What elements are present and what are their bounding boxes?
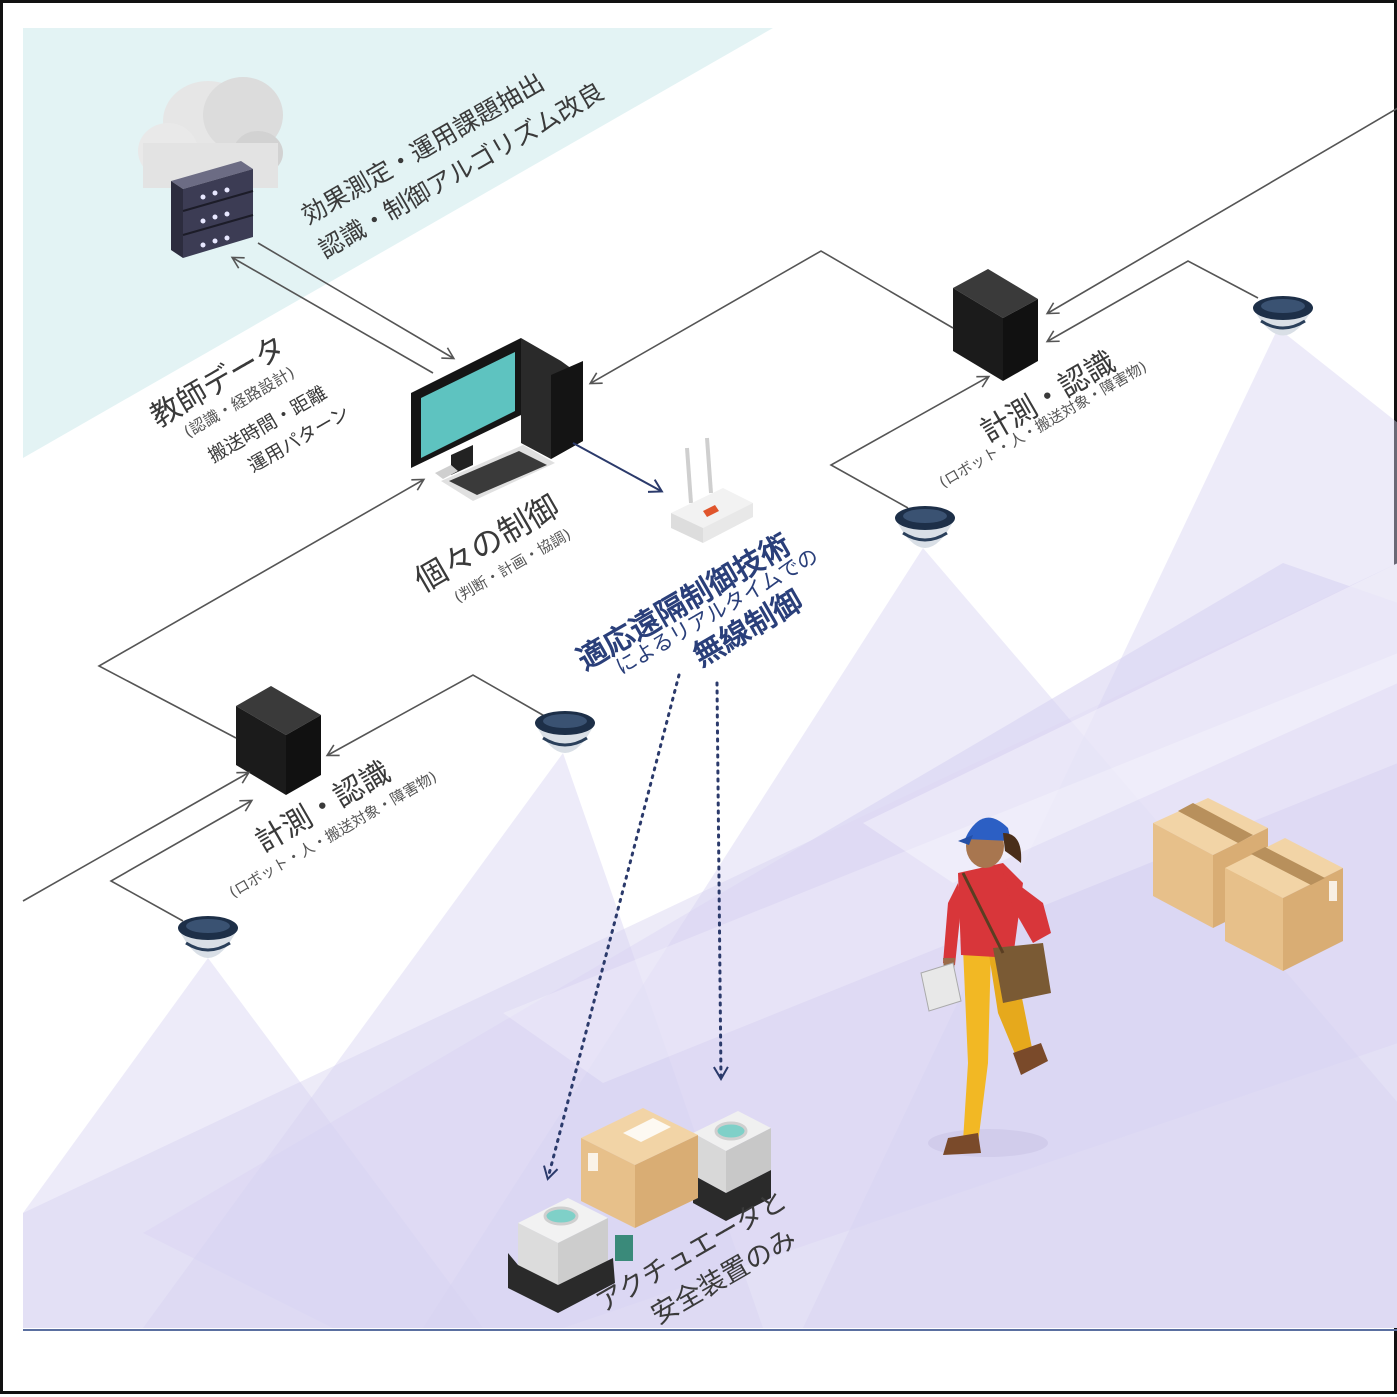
wire-cam-mid — [829, 375, 991, 509]
wire-left-edge — [22, 771, 251, 902]
cloud-zone-band — [23, 28, 773, 458]
worker-icon — [920, 817, 1051, 1157]
wire-cam-left-mid — [325, 674, 549, 757]
camera-beam — [803, 328, 1397, 1328]
wire-server-left-to-pc — [97, 478, 426, 739]
wire-cam-top-right — [1045, 260, 1259, 343]
server-icon-right — [953, 269, 1038, 381]
camera-icon-top-right — [1253, 296, 1313, 336]
cardboard-boxes-icon — [1153, 798, 1343, 971]
floor-strip — [503, 653, 1397, 1083]
camera-icon-left-mid — [535, 711, 595, 753]
camera-beam — [23, 958, 483, 1328]
server-rack-icon — [171, 161, 254, 258]
robot-icon — [508, 1108, 771, 1313]
arrow-cloud-to-pc — [257, 242, 456, 360]
arrow-pc-to-router — [572, 442, 664, 493]
router-icon — [671, 437, 753, 543]
arrow-pc-to-cloud — [230, 256, 434, 374]
wireless-link-2 — [713, 681, 729, 1081]
control-pc-icon — [411, 338, 583, 501]
wire-top-right — [1045, 107, 1397, 315]
floor-strip — [863, 563, 1397, 883]
server-icon-left — [236, 686, 321, 795]
camera-icon-mid — [895, 506, 955, 548]
wireless-link-1 — [543, 673, 681, 1181]
system-diagram: 効果測定・運用課題抽出 認識・制御アルゴリズム改良 教師データ (認識・経路設計… — [22, 28, 1397, 1331]
floor-lane — [143, 563, 1397, 1328]
wire-server-right-to-pc — [588, 250, 954, 385]
camera-icon-left-bottom — [178, 916, 238, 958]
measure-right-sub: (ロボット・人・搬送対象・障害物) — [936, 358, 1150, 492]
wire-cam-left-bottom — [109, 799, 254, 922]
